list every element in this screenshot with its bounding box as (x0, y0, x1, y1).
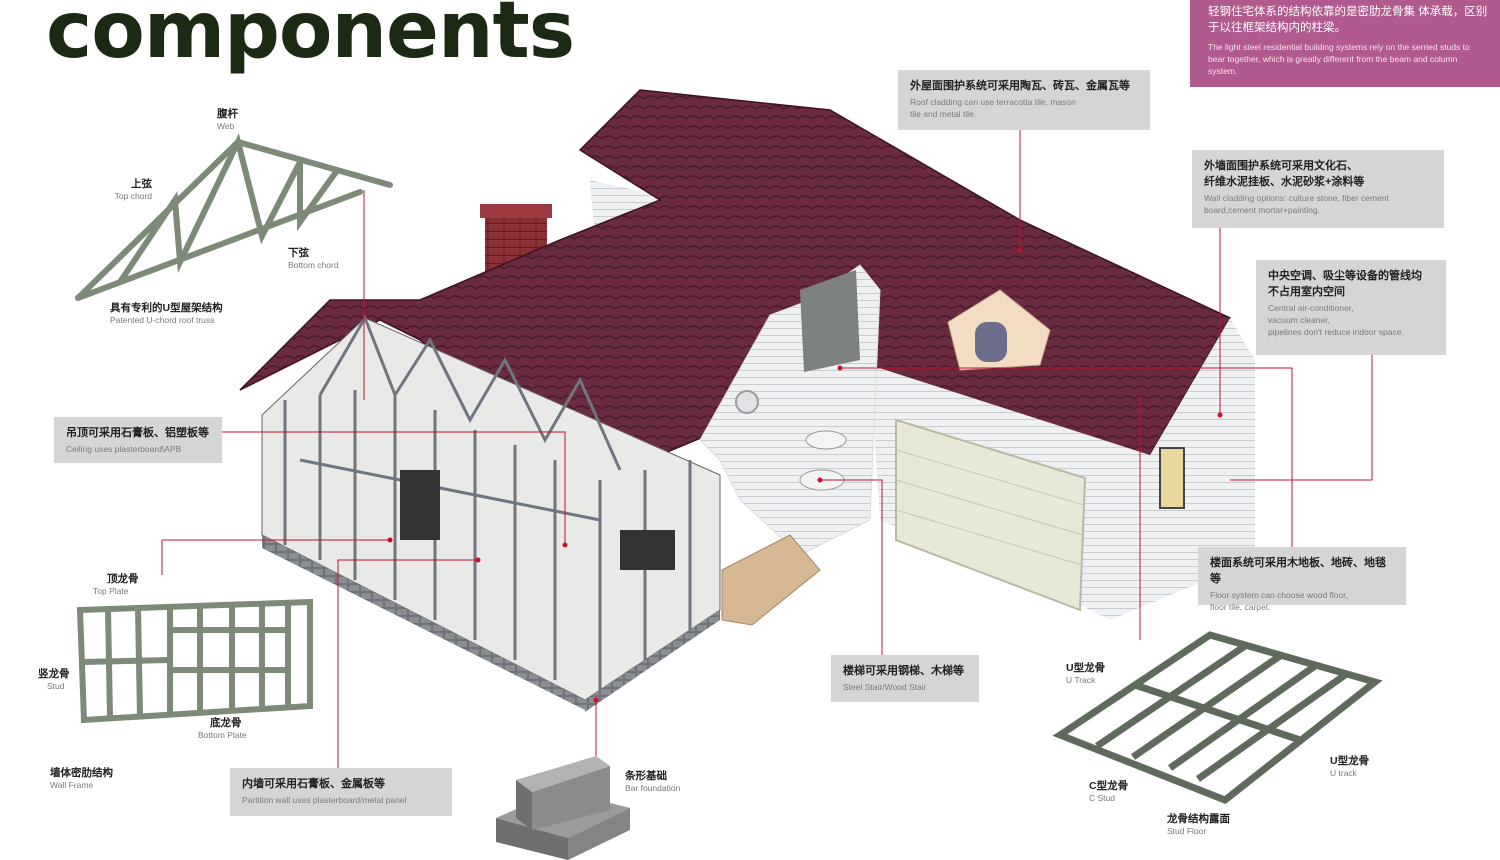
garage-door (895, 418, 1087, 612)
label-bottom-chord: 下弦 Bottom chord (288, 247, 339, 271)
partition-callout: 内墙可采用石膏板、金属板等 Partition wall uses plaste… (230, 768, 452, 816)
label-truss-zh: 具有专利的U型屋架结构 (110, 302, 223, 314)
roof-truss (75, 133, 393, 301)
label-u-track-2-zh: U型龙骨 (1330, 755, 1370, 767)
stair-callout: 楼梯可采用钢梯、木梯等 Steel Stair/Wood Stair (831, 655, 979, 702)
ceiling-callout-en: Ceiling uses plasterboard\APB (66, 444, 182, 454)
wall-callout: 外墙面围护系统可采用文化石、 纤维水泥挂板、水泥砂浆+涂料等 Wall clad… (1192, 150, 1444, 228)
roof-callout-zh: 外屋面围护系统可采用陶瓦、砖瓦、金属瓦等 (910, 80, 1130, 92)
dormer (947, 289, 1051, 371)
floor-callout: 楼面系统可采用木地板、地砖、地毯等 Floor system can choos… (1198, 547, 1406, 612)
ceiling-callout: 吊顶可采用石膏板、铝塑板等 Ceiling uses plasterboard\… (54, 417, 222, 463)
label-stud-zh: 竖龙骨 (38, 668, 70, 680)
label-wall-frame: 墙体密肋结构 Wall Frame (50, 767, 113, 791)
label-u-track-1: U型龙骨 U Track (1066, 662, 1105, 686)
label-bottom-plate-en: Bottom Plate (198, 730, 247, 740)
label-bar-foundation-en: Bar foundation (625, 783, 681, 793)
leader-lines (161, 130, 1373, 768)
stair-callout-zh: 楼梯可采用钢梯、木梯等 (843, 665, 964, 677)
floor-callout-zh: 楼面系统可采用木地板、地砖、地毯等 (1210, 557, 1386, 585)
label-web: 腹杆 Web (217, 108, 238, 132)
ac-callout-en3: pipelines don't reduce indoor space. (1268, 327, 1404, 337)
window (1159, 447, 1185, 509)
ac-callout-zh1: 中央空调、吸尘等设备的管线均 (1268, 270, 1422, 282)
wall-callout-zh1: 外墙面围护系统可采用文化石、 (1204, 160, 1358, 172)
wall-callout-zh2: 纤维水泥挂板、水泥砂浆+涂料等 (1204, 176, 1365, 188)
label-top-plate-zh: 顶龙骨 (107, 573, 139, 585)
label-u-track-1-en: U Track (1066, 675, 1096, 685)
roof-callout-en: Roof cladding can use terracotta tile, m… (910, 97, 1076, 119)
label-top-chord-en: Top chord (114, 191, 152, 201)
stair-callout-en: Steel Stair/Wood Stair (843, 682, 927, 692)
partition-callout-en: Partition wall uses plasterboard/metal p… (242, 795, 407, 805)
label-web-zh: 腹杆 (217, 108, 238, 120)
label-stud-en: Stud (47, 681, 65, 691)
label-stud-floor-zh: 龙骨结构露面 (1167, 813, 1230, 825)
ceiling-callout-zh: 吊顶可采用石膏板、铝塑板等 (66, 427, 209, 439)
label-top-chord-zh: 上弦 (131, 178, 152, 190)
roof-callout: 外屋面围护系统可采用陶瓦、砖瓦、金属瓦等 Roof cladding can u… (898, 70, 1150, 130)
label-c-stud: C型龙骨 C Stud (1089, 780, 1128, 804)
intro-en: The light steel residential building sys… (1208, 42, 1470, 76)
label-stud-floor: 龙骨结构露面 Stud Floor (1167, 813, 1230, 837)
label-web-en: Web (217, 121, 235, 131)
label-stud: 竖龙骨 Stud (38, 668, 70, 692)
label-u-track-2-en: U track (1330, 768, 1357, 778)
wall-frame (76, 598, 313, 724)
intro-panel: 轻钢住宅体系的结构依靠的是密肋龙骨集 体承载，区别于以往框架结构内的柱梁。 Th… (1190, 0, 1500, 87)
steel-frame (261, 314, 721, 712)
front-steps (721, 534, 821, 626)
label-stud-floor-en: Stud Floor (1167, 826, 1207, 836)
label-wall-frame-en: Wall Frame (50, 780, 94, 790)
label-top-chord: 上弦 Top chord (110, 178, 152, 202)
label-bar-foundation-zh: 条形基础 (625, 770, 667, 782)
ac-callout-en2: vacuum cleaner, (1268, 315, 1330, 325)
label-u-track-1-zh: U型龙骨 (1066, 662, 1106, 674)
label-c-stud-zh: C型龙骨 (1089, 780, 1129, 792)
label-truss: 具有专利的U型屋架结构 Patented U-chord roof truss (110, 302, 223, 326)
label-bottom-chord-zh: 下弦 (288, 247, 309, 259)
page-title: components (46, 0, 575, 76)
label-top-plate-en: Top Plate (93, 586, 129, 596)
ac-callout: 中央空调、吸尘等设备的管线均 不占用室内空间 Central air-condi… (1256, 260, 1446, 355)
label-u-track-2: U型龙骨 U track (1330, 755, 1369, 779)
intro-zh: 轻钢住宅体系的结构依靠的是密肋龙骨集 体承载，区别于以往框架结构内的柱梁。 (1208, 6, 1488, 34)
label-wall-frame-zh: 墙体密肋结构 (50, 767, 113, 779)
bar-foundation (496, 756, 630, 860)
label-top-plate: 顶龙骨 Top Plate (93, 573, 139, 597)
partition-callout-zh: 内墙可采用石膏板、金属板等 (242, 778, 385, 790)
ac-callout-en1: Central air-conditioner, (1268, 303, 1354, 313)
label-bottom-chord-en: Bottom chord (288, 260, 339, 270)
floor-callout-en2: floor tile, carpet. (1210, 602, 1271, 612)
label-truss-en: Patented U-chord roof truss (110, 315, 215, 325)
label-bar-foundation: 条形基础 Bar foundation (625, 770, 680, 794)
label-bottom-plate: 底龙骨 Bottom Plate (198, 717, 247, 741)
leader-dots (387, 247, 1223, 703)
floor-callout-en1: Floor system can choose wood floor, (1210, 590, 1348, 600)
label-bottom-plate-zh: 底龙骨 (210, 717, 242, 729)
label-c-stud-en: C Stud (1089, 793, 1115, 803)
wall-callout-en: Wall cladding options: culture stone, fi… (1204, 193, 1389, 215)
stud-floor (1052, 631, 1383, 804)
ac-callout-zh2: 不占用室内空间 (1268, 286, 1345, 298)
